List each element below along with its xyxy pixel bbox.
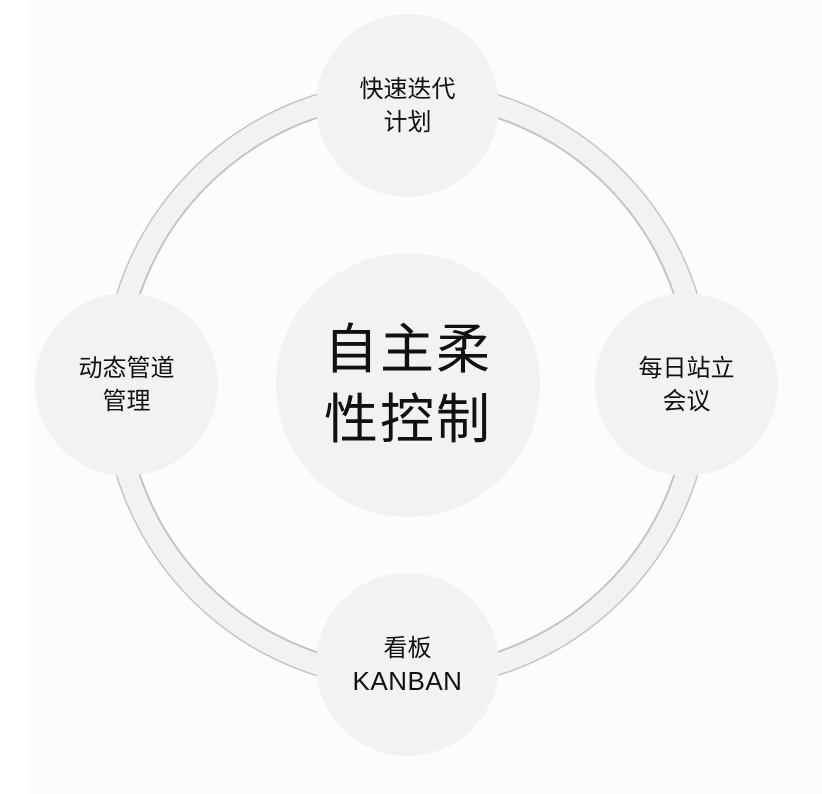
node-line-2: 会议 xyxy=(662,386,711,415)
node-text: 看板 KANBAN xyxy=(353,632,463,698)
node-line-2: 计划 xyxy=(383,107,432,136)
node-line-1: 动态管道 xyxy=(78,353,175,382)
node-text: 动态管道 管理 xyxy=(79,352,175,418)
node-rapid-iteration-planning: 快速迭代 计划 xyxy=(316,14,499,197)
node-line-1: 快速迭代 xyxy=(359,74,456,103)
node-text: 每日站立 会议 xyxy=(639,352,735,418)
node-daily-standup: 每日站立 会议 xyxy=(595,293,778,476)
center-node-text: 自主柔 性控制 xyxy=(324,315,492,455)
node-line-1: 看板 xyxy=(383,633,432,662)
node-line-2: 管理 xyxy=(102,386,151,415)
node-line-2: KANBAN xyxy=(352,665,463,696)
center-node-line-2: 性控制 xyxy=(324,388,492,451)
node-line-1: 每日站立 xyxy=(638,353,735,382)
node-kanban: 看板 KANBAN xyxy=(316,573,499,756)
center-node: 自主柔 性控制 xyxy=(276,253,540,517)
node-dynamic-pipeline-management: 动态管道 管理 xyxy=(35,293,218,476)
center-node-line-1: 自主柔 xyxy=(324,318,492,381)
node-text: 快速迭代 计划 xyxy=(360,73,456,139)
